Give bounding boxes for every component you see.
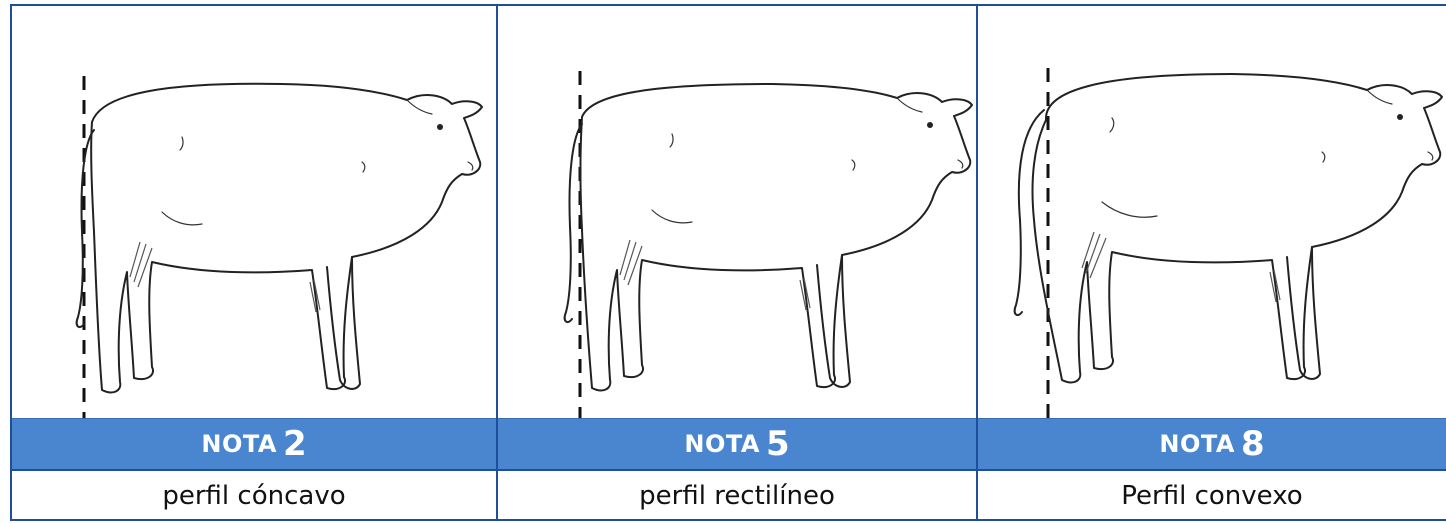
profile-caption: perfil cóncavo bbox=[162, 481, 346, 511]
profile-comparison-table: NOTA 2 perfil cóncavo bbox=[10, 4, 1446, 521]
score-number: 2 bbox=[282, 424, 307, 464]
cow-illustration-straight bbox=[498, 6, 976, 418]
score-number: 8 bbox=[1240, 424, 1265, 464]
score-word: NOTA bbox=[684, 430, 760, 458]
score-word: NOTA bbox=[201, 430, 277, 458]
cow-drawing bbox=[563, 83, 973, 392]
score-label: NOTA 5 bbox=[498, 418, 976, 471]
cow-drawing bbox=[75, 82, 483, 394]
hatching bbox=[1081, 231, 1281, 303]
cow-illustration-convex bbox=[978, 6, 1446, 418]
cow-drawing bbox=[1013, 73, 1443, 384]
panel-nota-8: NOTA 8 Perfil convexo bbox=[976, 6, 1446, 519]
score-number: 5 bbox=[765, 424, 790, 464]
profile-caption: perfil rectilíneo bbox=[639, 481, 835, 511]
profile-caption: Perfil convexo bbox=[1121, 481, 1303, 511]
hatching bbox=[129, 241, 321, 313]
score-word: NOTA bbox=[1159, 430, 1235, 458]
cow-illustration-concave bbox=[12, 6, 496, 418]
hatching bbox=[619, 239, 811, 311]
panel-nota-5: NOTA 5 perfil rectilíneo bbox=[496, 6, 976, 519]
panel-nota-2: NOTA 2 perfil cóncavo bbox=[12, 6, 496, 519]
score-label: NOTA 2 bbox=[12, 418, 496, 471]
score-label: NOTA 8 bbox=[978, 418, 1446, 471]
